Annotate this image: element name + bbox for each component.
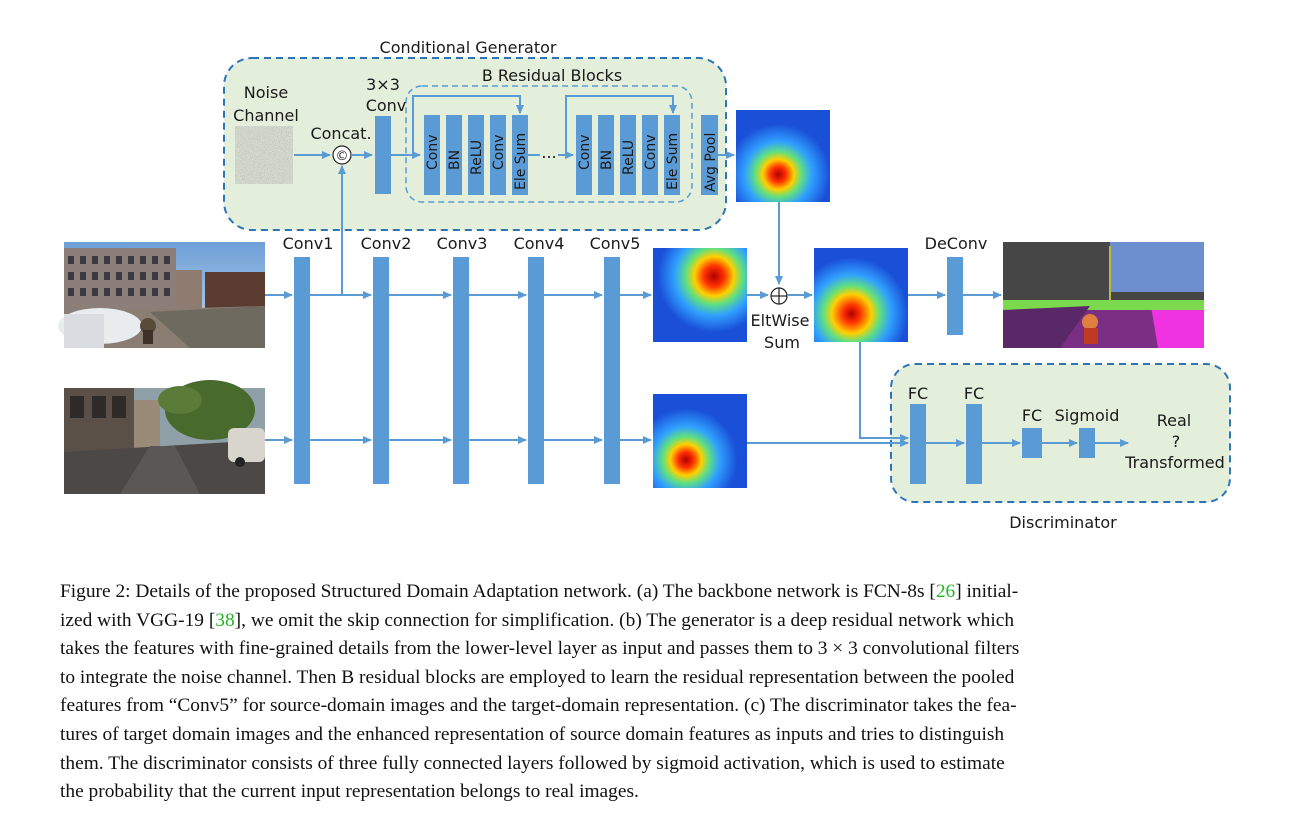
fc3-block [1022, 428, 1042, 458]
conv1-label: Conv1 [283, 234, 334, 253]
generator-label: Conditional Generator [380, 38, 557, 57]
deconv-label: DeConv [925, 234, 988, 253]
b2-bn: BN [599, 150, 615, 170]
conv3-label-2: Conv [366, 96, 407, 115]
b1-conv-a: Conv [425, 135, 441, 171]
conv4-label: Conv4 [514, 234, 565, 253]
caption-line-2: ized with VGG-19 [38], we omit the skip … [60, 607, 1240, 636]
caption-line-5: features from “Conv5” for source-domain … [60, 695, 1017, 717]
fc2-block [966, 404, 982, 484]
conv-blocks [294, 257, 620, 484]
b1-conv-b: Conv [491, 135, 507, 171]
b1-elesum: Ele Sum [513, 133, 529, 190]
fc1-block [910, 404, 926, 484]
source-image [58, 242, 265, 348]
residual-group [405, 85, 693, 203]
fc1-label: FC [908, 384, 928, 403]
conv3b-label: Conv3 [437, 234, 488, 253]
discriminator-label: Discriminator [1009, 513, 1117, 532]
caption-text: ized with VGG-19 [ [60, 609, 216, 631]
concat-label: Concat. [310, 124, 371, 143]
b2-conv-a: Conv [577, 135, 593, 171]
conv5-label: Conv5 [590, 234, 641, 253]
residual-block-2: Conv BN ReLU Conv Ele Sum [576, 115, 681, 195]
avgpool-block [701, 115, 718, 195]
eltwise-label-2: Sum [764, 333, 800, 352]
question-label: ? [1172, 432, 1181, 451]
conv3-block [375, 116, 391, 194]
transformed-label: Transformed [1124, 453, 1225, 472]
caption-text: Figure 2: Details of the proposed Struct… [60, 581, 936, 602]
b1-relu: ReLU [469, 140, 485, 175]
conv3-label-1: 3×3 [366, 75, 400, 94]
noise-label-1: Noise [244, 83, 288, 102]
caption-text: ], we omit the skip connection for simpl… [234, 609, 1015, 631]
heatmap-enhanced [814, 248, 908, 342]
caption-line-7: them. The discriminator consists of thre… [60, 752, 1005, 774]
citation-link[interactable]: 26 [935, 581, 956, 602]
segmentation-output [1003, 242, 1204, 348]
caption-text: ] initial- [955, 581, 1019, 602]
b2-relu: ReLU [621, 140, 637, 175]
citation-link[interactable]: 38 [215, 609, 235, 631]
concat-symbol: © [336, 149, 349, 164]
architecture-diagram: Conditional Generator B Residual Blocks … [58, 38, 1231, 532]
ellipsis: ... [541, 143, 556, 162]
eltwise-label-1: EltWise [751, 311, 810, 330]
noise-label-2: Channel [233, 106, 299, 125]
fc3-label: FC [1022, 406, 1042, 425]
caption-line-4: to integrate the noise channel. Then B r… [60, 666, 1015, 688]
fc2-label: FC [964, 384, 984, 403]
caption-line-3: takes the features with fine-grained det… [60, 638, 1020, 660]
caption-line-6: tures of target domain images and the en… [60, 723, 1005, 745]
deconv-block [947, 257, 963, 335]
caption-line-1: Figure 2: Details of the proposed Struct… [60, 578, 1240, 607]
target-image [64, 380, 265, 494]
residual-label: B Residual Blocks [482, 66, 622, 85]
heatmap-target-conv5 [653, 394, 747, 488]
heatmap-generator [736, 110, 830, 202]
noise-image [235, 126, 293, 184]
sigmoid-block [1079, 428, 1095, 458]
real-label: Real [1157, 411, 1192, 430]
heatmap-source-conv5 [653, 248, 747, 342]
sigmoid-label: Sigmoid [1055, 406, 1120, 425]
b2-elesum: Ele Sum [665, 133, 681, 190]
b2-conv-b: Conv [643, 135, 659, 171]
conv2-label: Conv2 [361, 234, 412, 253]
b1-bn: BN [447, 150, 463, 170]
figure-caption: Figure 2: Details of the proposed Struct… [60, 578, 1240, 807]
residual-block-1: Conv BN ReLU Conv Ele Sum [424, 115, 529, 195]
avgpool-label: Avg Pool [703, 133, 719, 192]
caption-line-8: the probability that the current input r… [60, 781, 639, 803]
